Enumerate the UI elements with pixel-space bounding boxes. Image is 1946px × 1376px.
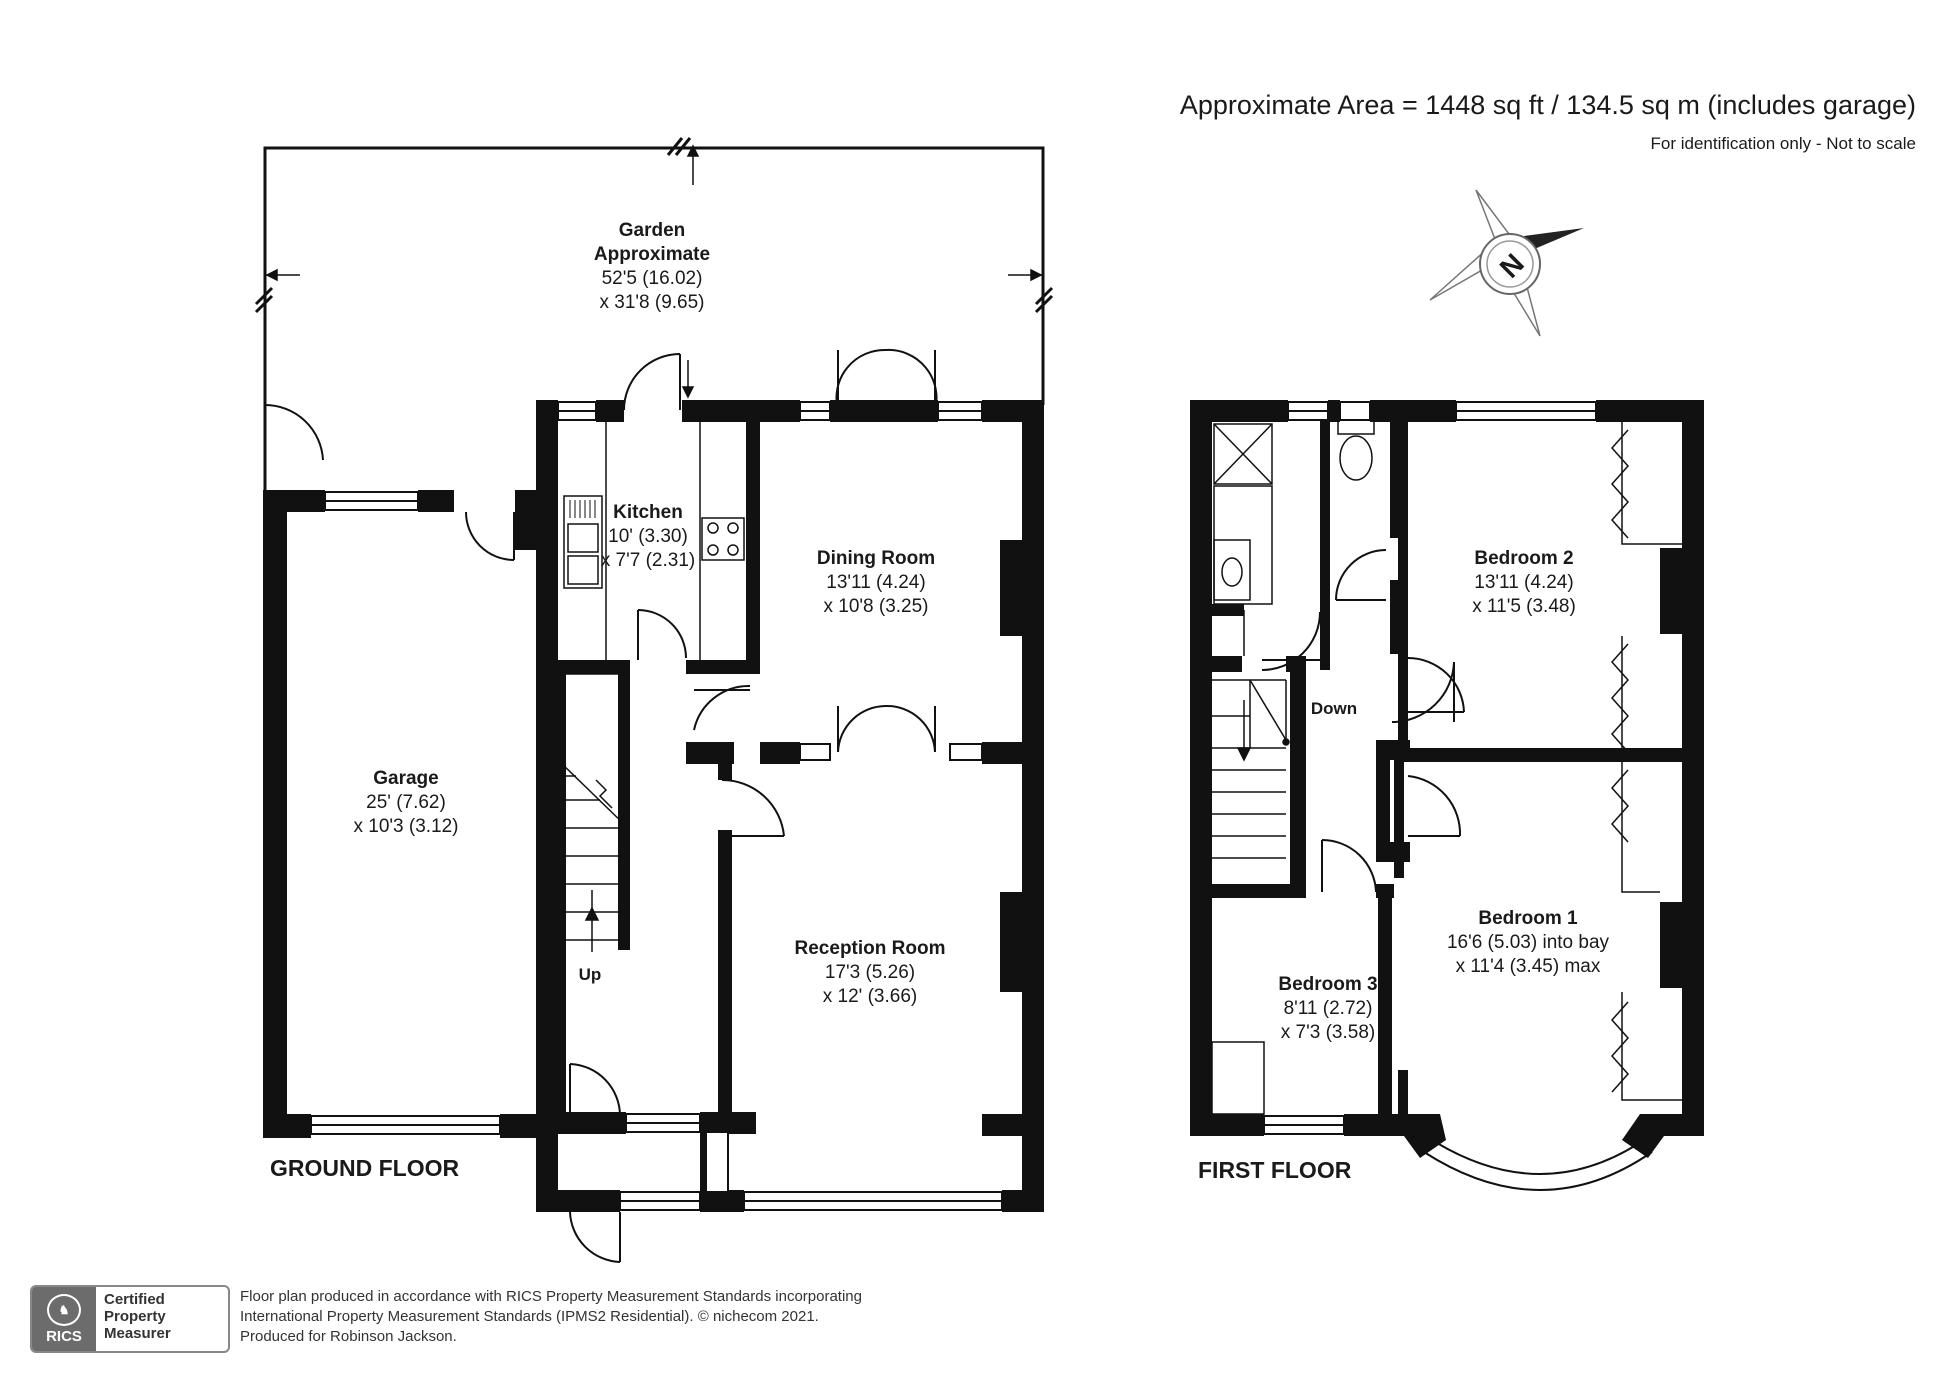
rics-badge-text: Certified Property Measurer: [96, 1287, 228, 1351]
bedroom-2-dim-1: 13'11 (4.24): [1474, 572, 1573, 593]
reception-room-label: Reception Room 17'3 (5.26) x 12' (3.66): [795, 938, 946, 1007]
footer-line-2: International Property Measurement Stand…: [240, 1308, 819, 1325]
scale-note: For identification only - Not to scale: [1650, 134, 1916, 153]
garden-name-2: Approximate: [594, 244, 710, 265]
kitchen-dim-1: 10' (3.30): [608, 526, 688, 547]
garden-name-1: Garden: [619, 220, 686, 241]
approximate-area: Approximate Area = 1448 sq ft / 134.5 sq…: [1179, 90, 1916, 120]
rics-badge: ♞ RICS Certified Property Measurer: [30, 1285, 230, 1353]
garden-label: Garden Approximate 52'5 (16.02) x 31'8 (…: [594, 220, 710, 313]
footer-line-1: Floor plan produced in accordance with R…: [240, 1288, 862, 1305]
first-floor-title: FIRST FLOOR: [1198, 1157, 1352, 1183]
bedroom-1-name: Bedroom 1: [1478, 908, 1578, 929]
garden-dimension-arrows: [265, 144, 1043, 399]
garage-label: Garage 25' (7.62) x 10'3 (3.12): [353, 768, 458, 837]
garden-dim-1: 52'5 (16.02): [602, 268, 703, 289]
badge-line-2: Property: [104, 1308, 166, 1325]
bedroom-1-dim-1: 16'6 (5.03) into bay: [1447, 932, 1610, 953]
reception-room-name: Reception Room: [795, 938, 946, 959]
kitchen-dim-2: x 7'7 (2.31): [601, 550, 695, 571]
garage-dim-2: x 10'3 (3.12): [353, 816, 458, 837]
reception-room-dim-1: 17'3 (5.26): [825, 962, 915, 983]
bedroom-1-label: Bedroom 1 16'6 (5.03) into bay x 11'4 (3…: [1447, 908, 1610, 977]
footer-line-3: Produced for Robinson Jackson.: [240, 1328, 457, 1345]
garage-name: Garage: [373, 768, 438, 789]
first-floor-doors[interactable]: [1261, 549, 1465, 893]
bathroom-fittings: [1213, 419, 1375, 656]
footer-notes: Floor plan produced in accordance with R…: [240, 1287, 862, 1347]
rics-logo-text: RICS: [46, 1327, 82, 1345]
ground-floor-doors[interactable]: [465, 348, 938, 1263]
bedroom-2-name: Bedroom 2: [1474, 548, 1573, 569]
rics-logo: ♞ RICS: [32, 1287, 96, 1351]
badge-line-3: Measurer: [104, 1325, 171, 1342]
first-floor-walls: [1190, 400, 1704, 1158]
badge-line-1: Certified: [104, 1291, 165, 1308]
stairs-down-label: Down: [1311, 699, 1357, 718]
dining-room-name: Dining Room: [817, 548, 935, 569]
ground-floor-windows: [310, 401, 1003, 1211]
compass-rose: N: [1429, 189, 1584, 337]
wardrobes: [1211, 420, 1682, 1115]
garden-gate[interactable]: [264, 403, 324, 461]
dining-room-dim-1: 13'11 (4.24): [826, 572, 925, 593]
kitchen-label: Kitchen 10' (3.30) x 7'7 (2.31): [601, 502, 695, 571]
bedroom-3-name: Bedroom 3: [1278, 974, 1377, 995]
bedroom-3-label: Bedroom 3 8'11 (2.72) x 7'3 (3.58): [1278, 974, 1377, 1043]
ground-floor-walls: [263, 400, 1044, 1212]
bedroom-3-dim-1: 8'11 (2.72): [1284, 998, 1373, 1019]
dining-room-label: Dining Room 13'11 (4.24) x 10'8 (3.25): [817, 548, 935, 617]
garage-dim-1: 25' (7.62): [366, 792, 446, 813]
kitchen-name: Kitchen: [613, 502, 683, 523]
first-floor-stairs: [1212, 679, 1290, 859]
stairs-up-label: Up: [579, 965, 602, 984]
garden-boundary: [254, 137, 1054, 490]
sink-icon: [569, 500, 596, 518]
garden-dim-2: x 31'8 (9.65): [599, 292, 704, 313]
dining-room-dim-2: x 10'8 (3.25): [823, 596, 928, 617]
ground-floor-title: GROUND FLOOR: [270, 1155, 459, 1181]
bedroom-2-label: Bedroom 2 13'11 (4.24) x 11'5 (3.48): [1472, 548, 1576, 617]
ground-floor-stairs: [557, 671, 629, 952]
first-floor-windows: [1263, 401, 1597, 1135]
reception-room-dim-2: x 12' (3.66): [823, 986, 917, 1007]
bay-window: [1423, 1139, 1653, 1191]
bedroom-1-dim-2: x 11'4 (3.45) max: [1456, 956, 1601, 977]
rics-emblem-icon: ♞: [47, 1293, 81, 1326]
bedroom-2-dim-2: x 11'5 (3.48): [1472, 596, 1576, 617]
bedroom-3-dim-2: x 7'3 (3.58): [1281, 1022, 1375, 1043]
kitchen-units: [563, 420, 745, 660]
